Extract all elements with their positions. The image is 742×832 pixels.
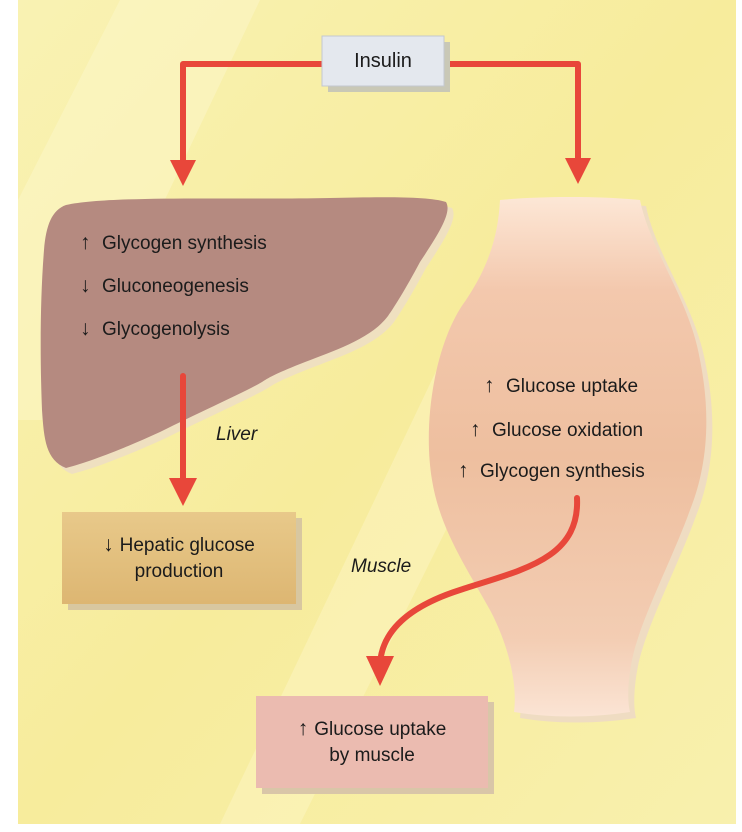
- liver-effect-text: Gluconeogenesis: [102, 276, 249, 297]
- muscle-effect-text: Glycogen synthesis: [480, 461, 645, 482]
- down-arrow-icon: ↓: [80, 317, 91, 340]
- muscle-outcome-line1-text: Glucose uptake: [314, 719, 447, 740]
- muscle-label: Muscle: [351, 556, 412, 577]
- down-arrow-icon: ↓: [80, 274, 91, 297]
- muscle-outcome-box: [256, 696, 488, 788]
- insulin-to-liver-arrow: [180, 61, 325, 171]
- liver-label: Liver: [216, 424, 258, 445]
- down-arrow-icon: ↓: [103, 533, 114, 556]
- liver-shape: [40, 197, 448, 468]
- muscle-effect-glycogen-synthesis: ↑ Glycogen synthesis: [458, 460, 645, 483]
- arrowhead-muscle: [565, 158, 591, 184]
- liver-outcome-text: ↓Hepatic glucose production: [62, 532, 296, 585]
- muscle-effect-glucose-uptake: ↑ Glucose uptake: [484, 375, 638, 398]
- liver-effect-glycogenolysis: ↓ Glycogenolysis: [80, 318, 230, 341]
- liver-effect-gluconeogenesis: ↓ Gluconeogenesis: [80, 275, 249, 298]
- muscle-effect-glucose-oxidation: ↑ Glucose oxidation: [470, 419, 643, 442]
- muscle-output-arrow: [377, 495, 581, 667]
- insulin-connectors: [180, 61, 581, 171]
- muscle-shape: [428, 197, 707, 717]
- liver-outcome-line1-text: Hepatic glucose: [119, 535, 255, 556]
- liver-outcome-box: [62, 512, 296, 604]
- arrowhead-liver: [170, 160, 196, 186]
- muscle-outcome-line1: ↑Glucose uptake: [256, 716, 488, 743]
- up-arrow-icon: ↑: [297, 717, 309, 740]
- liver-effect-glycogen-synthesis: ↑ Glycogen synthesis: [80, 232, 267, 255]
- insulin-to-muscle-arrow: [443, 61, 581, 169]
- liver-outcome-line2: production: [134, 561, 224, 582]
- arrowhead-muscle-output: [366, 656, 394, 686]
- muscle-outcome-line2: by muscle: [329, 745, 415, 766]
- muscle-outcome-text: ↑Glucose uptake by muscle: [256, 716, 488, 769]
- up-arrow-icon: ↑: [458, 459, 469, 482]
- liver-effect-text: Glycogen synthesis: [102, 233, 267, 254]
- insulin-label: Insulin: [354, 50, 412, 72]
- insulin-box: [321, 35, 445, 87]
- muscle-effect-text: Glucose uptake: [506, 376, 639, 397]
- up-arrow-icon: ↑: [484, 374, 495, 397]
- arrowhead-liver-output: [169, 478, 197, 506]
- up-arrow-icon: ↑: [470, 418, 481, 441]
- liver-effect-text: Glycogenolysis: [102, 319, 230, 340]
- up-arrow-icon: ↑: [80, 231, 91, 254]
- liver-outcome-line1: ↓Hepatic glucose: [62, 532, 296, 559]
- muscle-effect-text: Glucose oxidation: [492, 420, 644, 441]
